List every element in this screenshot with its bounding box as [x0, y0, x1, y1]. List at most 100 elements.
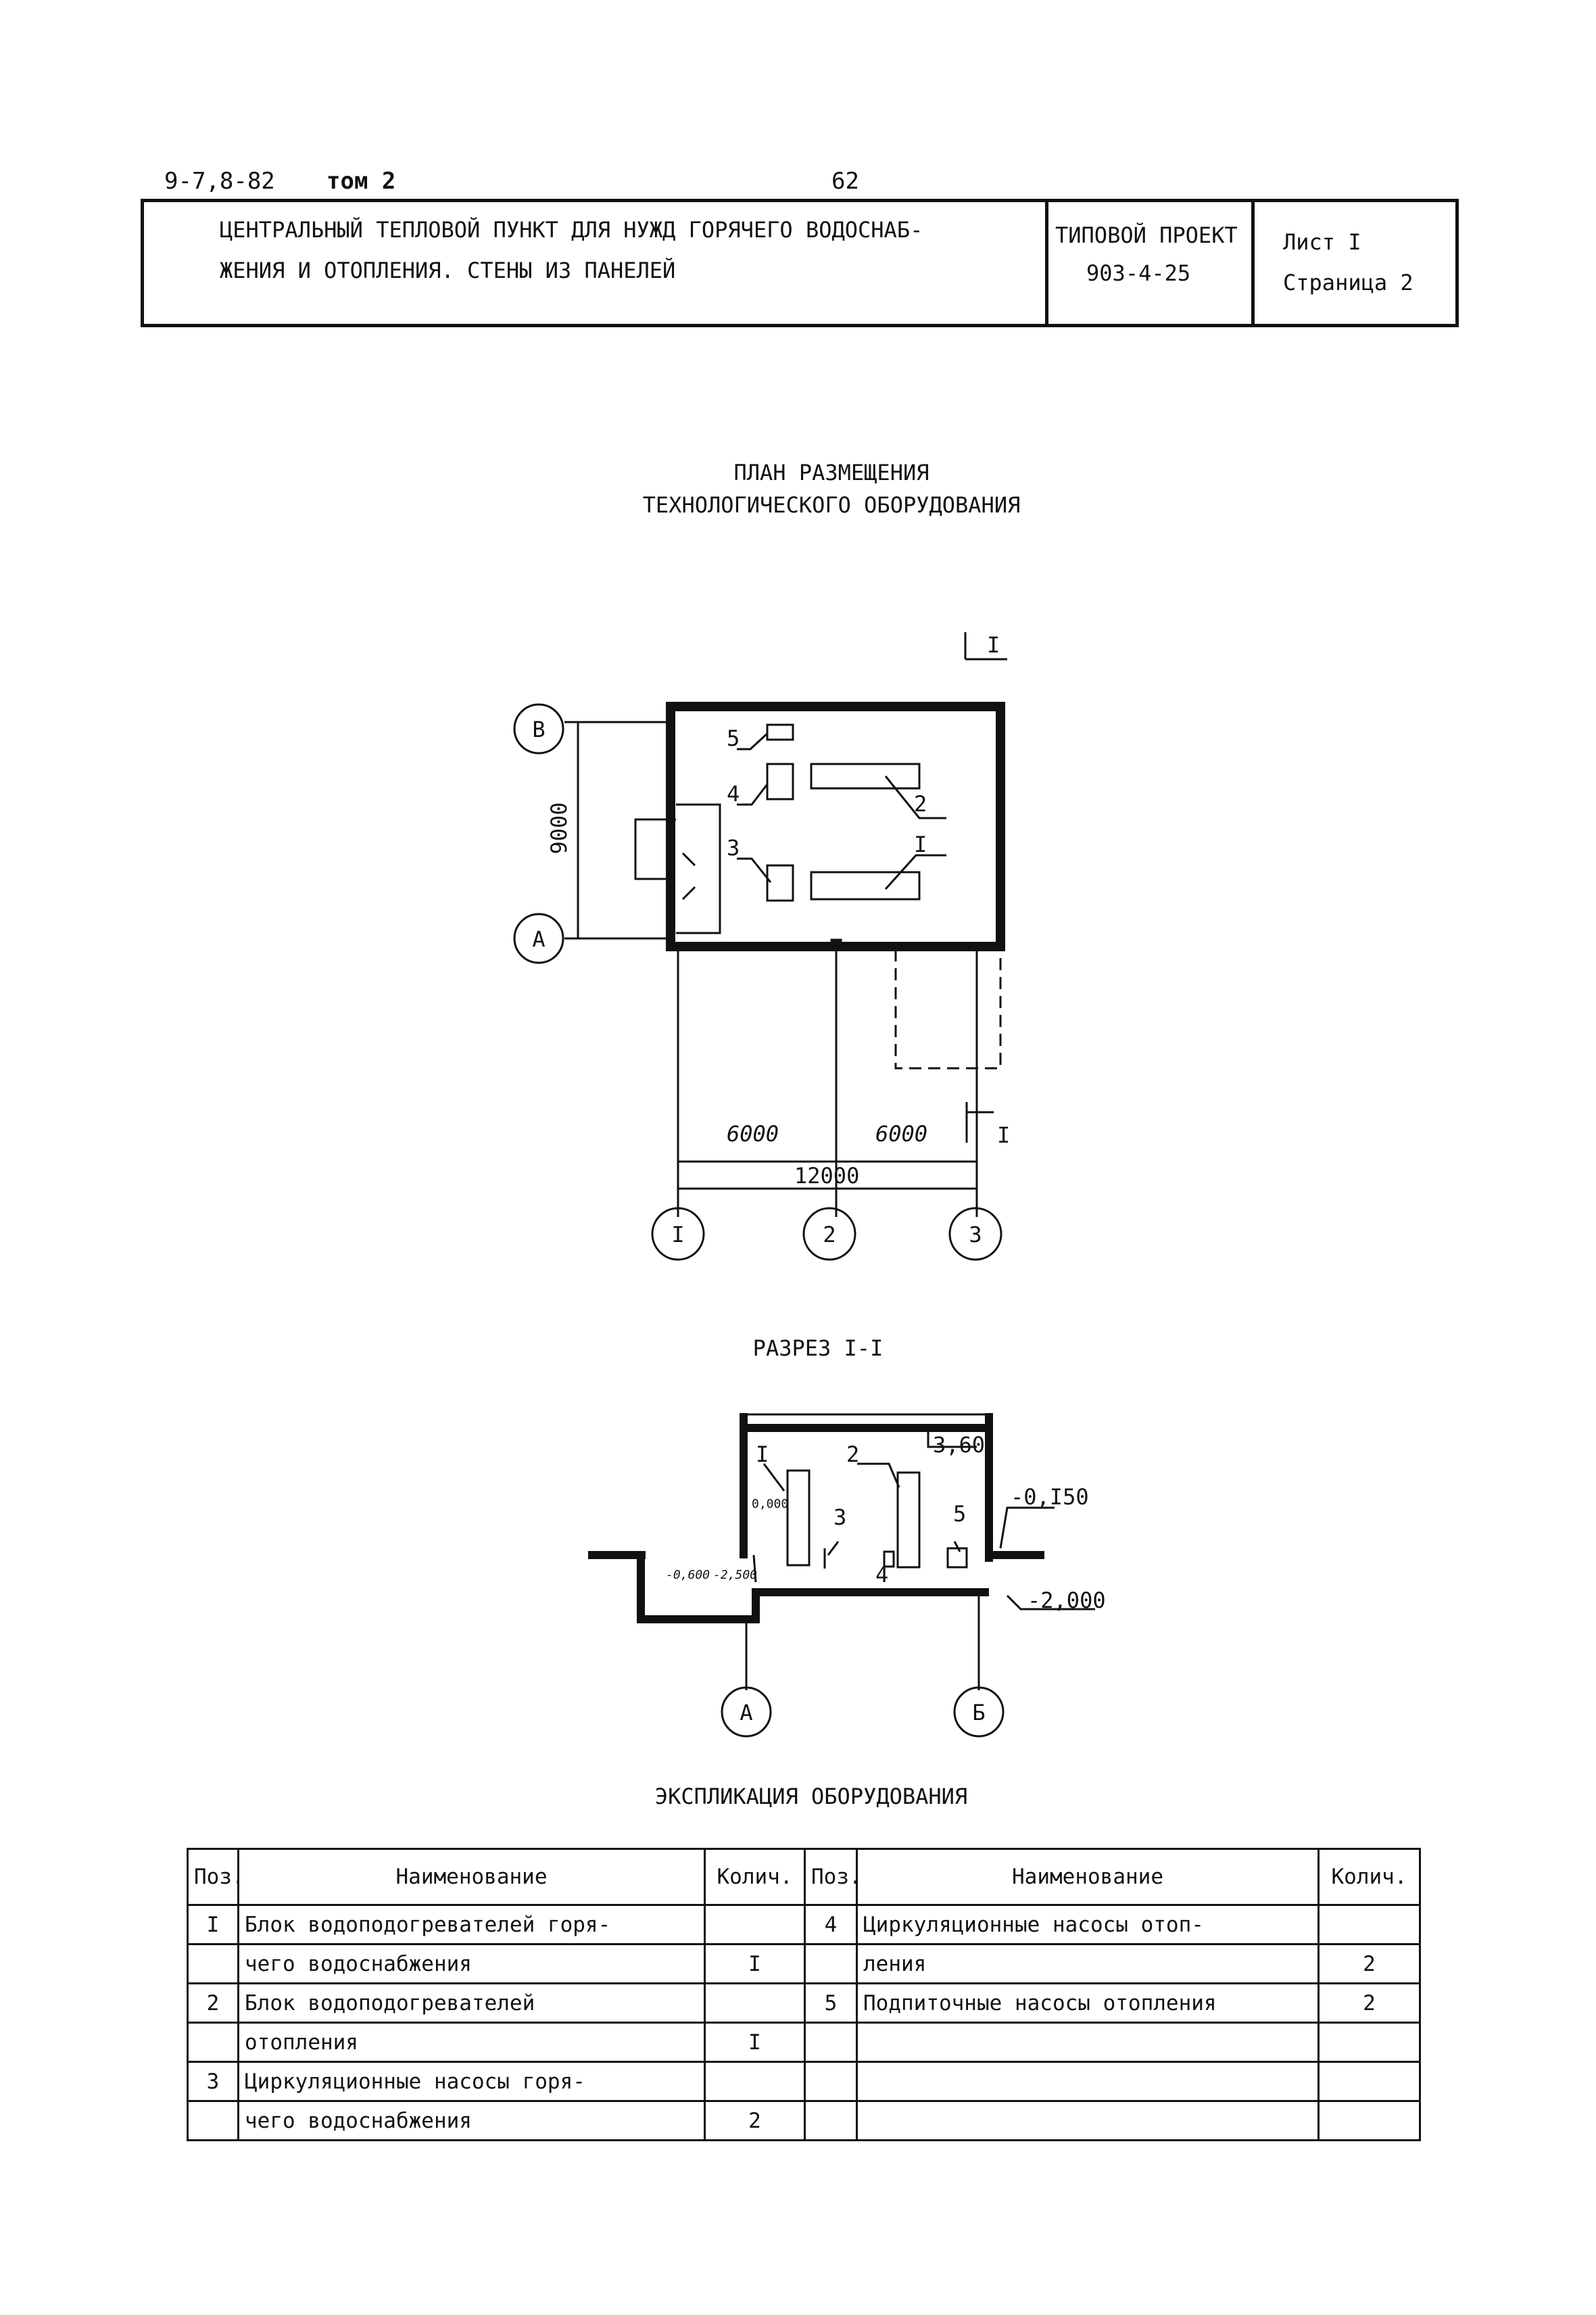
axis-bubble-a — [513, 913, 564, 964]
level-ground-marker — [999, 1506, 1055, 1549]
cell-name-2 — [856, 2100, 1320, 2141]
sec-equipment-4 — [883, 1550, 895, 1568]
cell-name: чего водоснабжения — [237, 2100, 706, 2141]
cell-qty — [704, 2061, 806, 2102]
header-pos-2: Поз. — [804, 1848, 858, 1906]
cell-name-2: ления — [856, 1943, 1320, 1984]
cell-pos-2 — [804, 2100, 858, 2141]
sec-leader-1 — [763, 1463, 785, 1491]
axis-bubble-sec-b — [953, 1686, 1005, 1738]
table-row: отопления I — [187, 2022, 1421, 2063]
door-swing-1 — [681, 852, 696, 867]
equipment-1 — [810, 871, 921, 901]
leader-3 — [737, 857, 772, 883]
table-row: 3 Циркуляционные насосы горя- — [187, 2061, 1421, 2102]
cell-name-2: Циркуляционные насосы отоп- — [856, 1904, 1320, 1945]
title-line-2: ЖЕНИЯ И ОТОПЛЕНИЯ. СТЕНЫ ИЗ ПАНЕЛЕЙ — [220, 258, 676, 283]
cell-pos: 3 — [187, 2061, 239, 2102]
cell-qty-2 — [1317, 2061, 1421, 2102]
sec-pos-3: 3 — [833, 1504, 846, 1530]
project-number: 903-4-25 — [1086, 260, 1191, 286]
cell-pos — [187, 1943, 239, 1984]
sec-equipment-2 — [896, 1471, 921, 1569]
pos-5: 5 — [727, 725, 740, 751]
pos-1: I — [914, 832, 927, 857]
sheet-label: Лист I — [1283, 229, 1361, 255]
cell-pos-2: 5 — [804, 1982, 858, 2024]
sec-equipment-5 — [946, 1547, 968, 1569]
header-qty-2: Колич. — [1317, 1848, 1421, 1906]
step — [752, 1554, 757, 1583]
axis-bubble-3 — [948, 1207, 1002, 1261]
section-mark-top-text: I — [987, 632, 1000, 658]
leader-1 — [884, 854, 946, 890]
title-block: ЦЕНТРАЛЬНЫЙ ТЕПЛОВОЙ ПУНКТ ДЛЯ НУЖД ГОРЯ… — [141, 199, 1459, 327]
plan-title-line-2: ТЕХНОЛОГИЧЕСКОГО ОБОРУДОВАНИЯ — [642, 492, 1021, 518]
cell-name: Циркуляционные насосы горя- — [237, 2061, 706, 2102]
dim-height: 9000 — [546, 802, 572, 854]
sec-leader-5 — [953, 1541, 961, 1552]
table-row: чего водоснабжения 2 — [187, 2100, 1421, 2141]
cell-name-2: Подпиточные насосы отопления — [856, 1982, 1320, 2024]
cell-qty — [704, 1904, 806, 1945]
table-row: чего водоснабжения I ления 2 — [187, 1943, 1421, 1984]
sec-axis-label-b: Б — [972, 1700, 985, 1725]
level-top: 3,60 — [933, 1432, 985, 1458]
explication-title: ЭКСПЛИКАЦИЯ ОБОРУДОВАНИЯ — [654, 1784, 968, 1809]
cell-name: чего водоснабжения — [237, 1943, 706, 1984]
volume-label: том 2 — [327, 168, 396, 195]
pos-2: 2 — [914, 791, 927, 817]
level-pit: -2,000 — [1027, 1588, 1106, 1613]
cell-name: отопления — [237, 2022, 706, 2063]
plan-title-line-1: ПЛАН РАЗМЕЩЕНИЯ — [733, 460, 929, 485]
sec-pos-4: 4 — [875, 1562, 888, 1588]
page-label: Страница 2 — [1283, 270, 1413, 295]
cell-qty: 2 — [704, 2100, 806, 2141]
door-swing-2 — [681, 886, 696, 901]
table-row: I Блок водоподогревателей горя- 4 Циркул… — [187, 1904, 1421, 1945]
leader-4 — [737, 784, 769, 806]
cell-pos-2 — [804, 1943, 858, 1984]
pos-3: 3 — [727, 835, 740, 861]
axis-bubble-v — [513, 703, 564, 755]
pos-4: 4 — [727, 781, 740, 807]
equipment-2 — [810, 763, 921, 790]
header-qty: Колич. — [704, 1848, 806, 1906]
foundation-pit — [637, 1555, 989, 1623]
axis-label-v: В — [532, 717, 545, 742]
sec-pos-2: 2 — [846, 1441, 859, 1467]
cell-pos-2 — [804, 2022, 858, 2063]
header-name: Наименование — [237, 1848, 706, 1906]
axis-bubble-1 — [651, 1207, 705, 1261]
entrance-vestibule — [676, 803, 721, 934]
cell-qty — [704, 1982, 806, 2024]
explication-table: Поз. Наименование Колич. Поз. Наименован… — [187, 1848, 1421, 2141]
level-left-2: -2,500 — [713, 1568, 757, 1582]
title-cell: ЦЕНТРАЛЬНЫЙ ТЕПЛОВОЙ ПУНКТ ДЛЯ НУЖД ГОРЯ… — [144, 202, 1048, 324]
document-code: 9-7,8-82 — [164, 168, 275, 195]
entrance-porch — [634, 818, 676, 880]
cell-pos: I — [187, 1904, 239, 1945]
sec-pos-1: I — [756, 1441, 769, 1467]
leader-2 — [884, 775, 946, 819]
title-line-1: ЦЕНТРАЛЬНЫЙ ТЕПЛОВОЙ ПУНКТ ДЛЯ НУЖД ГОРЯ… — [220, 217, 923, 243]
cell-qty-2 — [1317, 2022, 1421, 2063]
project-label: ТИПОВОЙ ПРОЕКТ — [1055, 222, 1238, 248]
cell-pos — [187, 2100, 239, 2141]
annex-dashed — [894, 949, 1002, 1070]
dim-span2: 6000 — [875, 1121, 927, 1147]
cell-pos: 2 — [187, 1982, 239, 2024]
cell-qty: I — [704, 1943, 806, 1984]
dim-span1: 6000 — [727, 1121, 779, 1147]
axis-label-2: 2 — [823, 1222, 836, 1247]
leader-5 — [737, 732, 769, 750]
equipment-3 — [766, 864, 794, 902]
cell-qty-2: 2 — [1317, 1982, 1421, 2024]
axis-bubble-sec-a — [721, 1686, 772, 1738]
section-title: РАЗРЕЗ I-I — [752, 1335, 884, 1361]
sec-equipment-1 — [786, 1469, 811, 1567]
level-top-marker — [927, 1430, 977, 1448]
cell-name: Блок водоподогревателей горя- — [237, 1904, 706, 1945]
header-name-2: Наименование — [856, 1848, 1320, 1906]
